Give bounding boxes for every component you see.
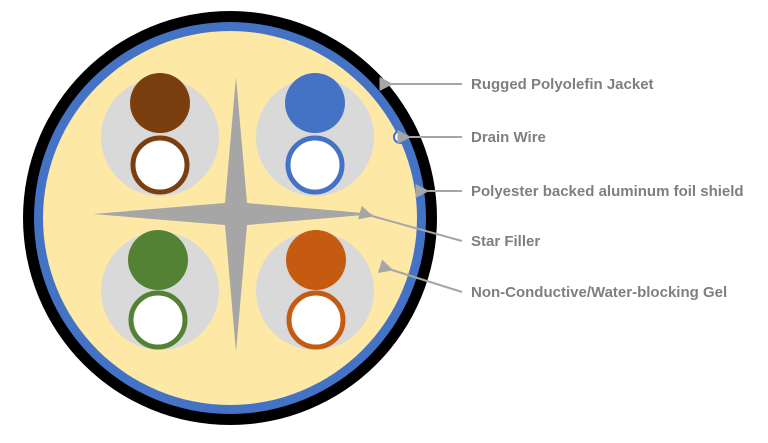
brown-solid-conductor [130,73,190,133]
drain-wire [393,130,407,144]
star-filler-leader-line [357,205,463,242]
jacket-label: Rugged Polyolefin Jacket [471,76,654,93]
star-filler-label: Star Filler [471,233,540,250]
orange-solid-conductor [286,230,346,290]
foil-shield-label: Polyester backed aluminum foil shield [471,183,744,200]
drain-wire-label: Drain Wire [471,129,546,146]
gel-leader-line [377,259,463,293]
blue-white-conductor [285,135,345,195]
blue-solid-conductor [285,73,345,133]
star-filler [93,77,375,352]
orange-white-conductor [286,290,346,350]
green-solid-conductor [128,230,188,290]
brown-white-conductor [130,135,190,195]
green-white-conductor [128,290,188,350]
gel-label: Non-Conductive/Water-blocking Gel [471,284,727,301]
